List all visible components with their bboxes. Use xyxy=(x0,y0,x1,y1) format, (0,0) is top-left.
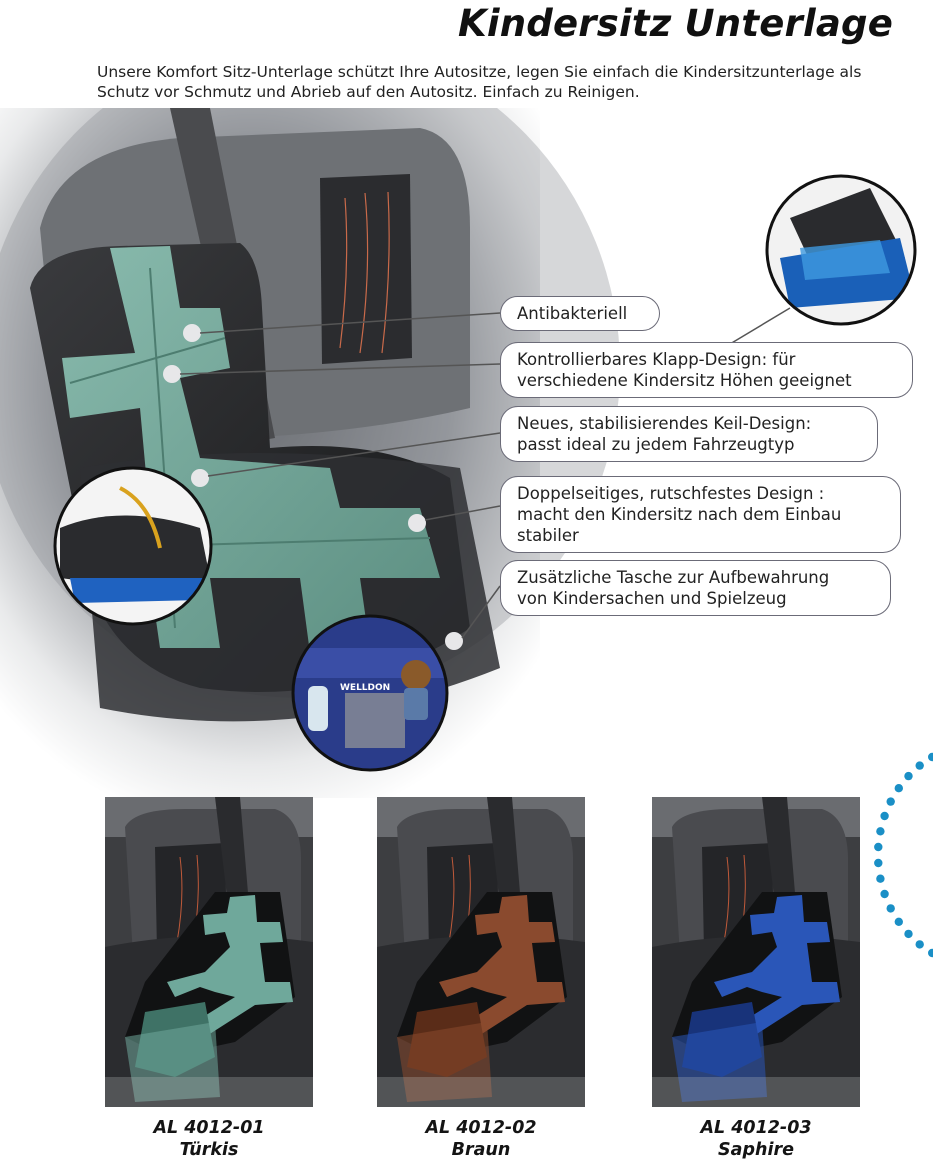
product-photo xyxy=(105,797,313,1107)
accent-dot xyxy=(904,929,913,939)
accent-dot xyxy=(886,904,895,913)
callout-line: verschiedene Kindersitz Höhen geeignet xyxy=(517,371,852,390)
accent-dot xyxy=(928,752,933,762)
accent-dot xyxy=(915,940,924,949)
product-code: AL 4012-03 xyxy=(700,1118,812,1138)
accent-dot xyxy=(894,917,903,926)
marker-dot xyxy=(445,632,463,650)
marker-dot xyxy=(163,365,181,383)
product-color: Türkis xyxy=(179,1140,239,1160)
callout-line: Antibakteriell xyxy=(517,304,628,323)
inset-fold xyxy=(767,176,915,324)
callout-line: stabiler xyxy=(517,526,579,545)
accent-dot xyxy=(880,811,889,821)
callout-line: macht den Kindersitz nach dem Einbau xyxy=(517,505,842,524)
callout-line: von Kindersachen und Spielzeug xyxy=(517,589,787,608)
accent-dot xyxy=(876,827,885,836)
accent-dot xyxy=(874,842,883,852)
accent-dot xyxy=(915,761,924,770)
callout-line: Neues, stabilisierendes Keil-Design: xyxy=(517,414,812,433)
accent-dot xyxy=(928,948,933,958)
callout-line: Kontrollierbares Klapp-Design: für xyxy=(517,350,796,369)
product-code: AL 4012-02 xyxy=(425,1118,537,1138)
brand-label: WELLDON xyxy=(340,683,390,693)
marker-dot xyxy=(183,324,201,342)
product-braun: AL 4012-02 Braun xyxy=(377,797,585,1161)
accent-dot xyxy=(894,784,903,793)
accent-dot xyxy=(874,858,883,868)
accent-dot xyxy=(886,797,895,806)
inset-pocket: WELLDON xyxy=(293,616,447,770)
decorative-dots xyxy=(874,752,933,958)
product-color: Saphire xyxy=(718,1140,794,1160)
intro-text: Unsere Komfort Sitz-Unterlage schützt Ih… xyxy=(97,63,862,101)
callout-fold-design: Kontrollierbares Klapp-Design: für versc… xyxy=(500,342,913,398)
callout-line: Zusätzliche Tasche zur Aufbewahrung xyxy=(517,568,830,587)
product-turkis: AL 4012-01 Türkis xyxy=(105,797,313,1161)
product-photo xyxy=(377,797,585,1107)
page-title: Kindersitz Unterlage xyxy=(458,2,893,45)
callout-line: passt ideal zu jedem Fahrzeugtyp xyxy=(517,435,795,454)
marker-dot xyxy=(191,469,209,487)
callout-non-slip: Doppelseitiges, rutschfestes Design : ma… xyxy=(500,476,901,553)
marker-dot xyxy=(408,514,426,532)
inset-wedge xyxy=(55,468,211,624)
product-code: AL 4012-01 xyxy=(153,1118,265,1138)
product-photo xyxy=(652,797,860,1107)
accent-dot xyxy=(876,874,885,883)
callout-line: Doppelseitiges, rutschfestes Design : xyxy=(517,484,825,503)
accent-dot xyxy=(880,889,889,899)
callout-pocket: Zusätzliche Tasche zur Aufbewahrung von … xyxy=(500,560,891,616)
accent-dot xyxy=(904,771,913,781)
callout-wedge-design: Neues, stabilisierendes Keil-Design: pas… xyxy=(500,406,878,462)
product-color: Braun xyxy=(451,1140,511,1160)
product-saphire: AL 4012-03 Saphire xyxy=(652,797,860,1161)
callout-antibacterial: Antibakteriell xyxy=(500,296,660,331)
